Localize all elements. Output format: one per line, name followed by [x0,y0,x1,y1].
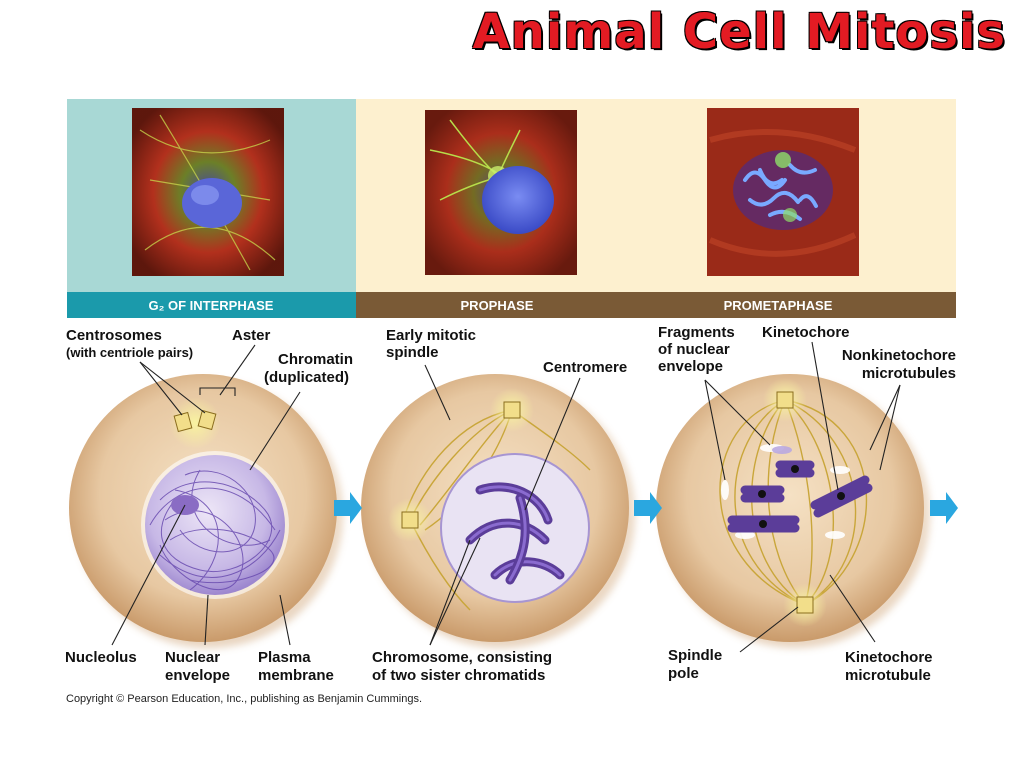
label-aster: Aster [232,327,271,344]
label-chromosome: Chromosome, consisting [372,649,552,666]
arrow-icon [334,492,362,524]
label-centrosomes: Centrosomes [66,327,162,344]
cell-interphase [69,374,337,642]
label-centromere: Centromere [543,359,627,376]
label-fragments-sub2: envelope [658,358,723,375]
label-spindle-pole: Spindle [668,647,722,664]
label-plasma-membrane: Plasma [258,649,311,666]
label-nonkinetochore: Nonkinetochore [842,347,956,364]
arrow-icon [634,492,662,524]
label-plasma-membrane-sub: membrane [258,667,334,684]
label-early-spindle: Early mitotic [386,327,476,344]
phase-label-prophase: PROPHASE [461,298,534,313]
label-chromatin: Chromatin [278,351,353,368]
label-chromosome-sub: of two sister chromatids [372,667,545,684]
label-chromatin-sub: (duplicated) [264,369,349,386]
label-fragments-sub1: of nuclear [658,341,730,358]
label-kinetochore-mt: Kinetochore [845,649,933,666]
label-nucleolus: Nucleolus [65,649,137,666]
cell-prometaphase [656,374,924,642]
label-early-spindle-sub: spindle [386,344,439,361]
phase-bar-mitosis [356,292,956,318]
label-kinetochore-mt-sub: microtubule [845,667,931,684]
phase-label-prometaphase: PROMETAPHASE [724,298,833,313]
arrow-icon [930,492,958,524]
cell-prophase [361,374,629,642]
page-title: Animal Cell Mitosis [472,4,1006,60]
phase-bar-interphase [67,292,356,318]
micrograph-interphase [132,108,284,276]
label-nuclear-envelope: Nuclear [165,649,220,666]
label-fragments: Fragments [658,324,735,341]
label-nuclear-envelope-sub: envelope [165,667,230,684]
leader-lines [111,341,901,653]
copyright-notice: Copyright © Pearson Education, Inc., pub… [66,693,422,705]
micrograph-prophase [425,110,577,275]
label-kinetochore: Kinetochore [762,324,850,341]
label-centrosomes-sub: (with centriole pairs) [66,345,193,360]
phase-label-interphase: G₂ OF INTERPHASE [149,298,274,313]
prometaphase-chromosomes [727,460,873,533]
label-nonkinetochore-sub: microtubules [862,365,956,382]
micrograph-prometaphase [707,108,859,276]
label-spindle-pole-sub: pole [668,665,699,682]
